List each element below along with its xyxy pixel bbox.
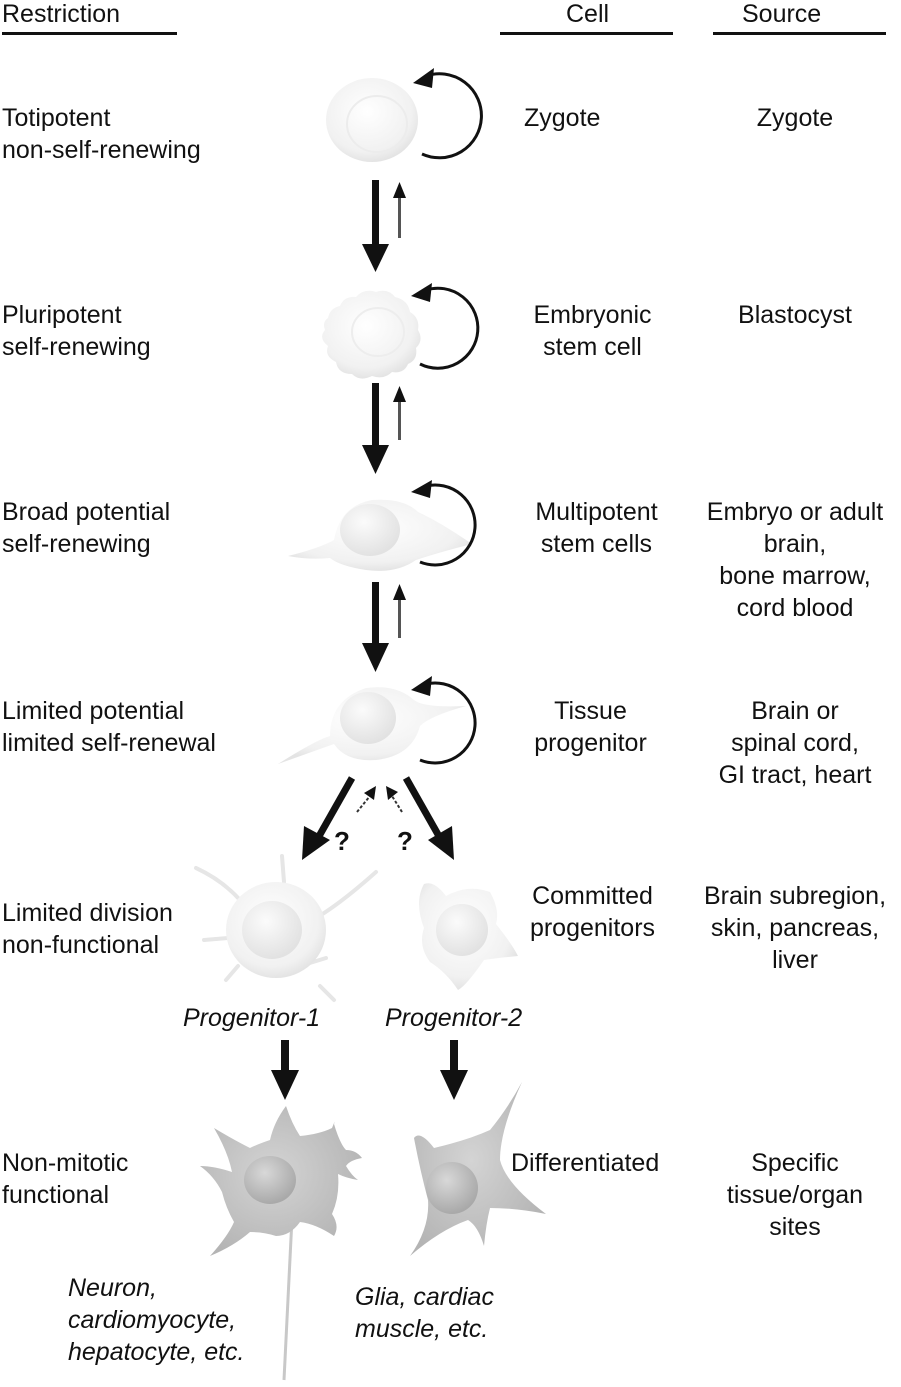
- source-committed-line1: Brain subregion,: [703, 882, 887, 910]
- cell-multipotent-line1: Multipotent: [535, 498, 658, 526]
- cell-tissue-progenitor-line1: Tissue: [554, 697, 627, 725]
- restriction-broad-line1: Broad potential: [2, 498, 171, 526]
- final-cell-1-line3: hepatocyte, etc.: [68, 1338, 245, 1366]
- source-multipotent-line1: Embryo or adult: [706, 498, 884, 526]
- source-committed-line2: skin, pancreas,: [710, 914, 880, 942]
- final-cell-2-line2: muscle, etc.: [355, 1315, 489, 1343]
- source-differentiated-line3: sites: [769, 1213, 821, 1241]
- cell-tissue-progenitor-line2: progenitor: [534, 729, 647, 757]
- restriction-non-mitotic-line1: Non-mitotic: [2, 1149, 129, 1177]
- dedifferentiation-arrow-icon: [393, 182, 406, 238]
- reverse-arrow-right-icon: [386, 786, 403, 813]
- restriction-limited-division-line2: non-functional: [2, 931, 160, 959]
- restriction-pluripotent-line2: self-renewing: [2, 333, 151, 361]
- differentiation-arrow-icon: [271, 1040, 299, 1100]
- source-blastocyst: Blastocyst: [738, 301, 852, 329]
- restriction-limited-potential-line1: Limited potential: [2, 697, 185, 725]
- restriction-totipotent-line2: non-self-renewing: [2, 136, 201, 164]
- progenitor-1-label: Progenitor-1: [183, 1004, 321, 1032]
- self-renew-arrow-icon: [411, 676, 477, 765]
- differentiation-arrow-icon: [362, 383, 389, 474]
- restriction-limited-potential-line2: limited self-renewal: [2, 729, 216, 757]
- cell-committed-line1: Committed: [532, 882, 653, 910]
- header-cell: Cell: [566, 0, 610, 28]
- cell-zygote: Zygote: [524, 104, 601, 132]
- header-rule-cell: [500, 32, 673, 35]
- source-differentiated-line2: tissue/organ: [726, 1181, 864, 1209]
- source-tissue-line1: Brain or: [751, 697, 839, 725]
- header-source: Source: [742, 0, 822, 28]
- cell-committed-line2: progenitors: [529, 914, 656, 942]
- header-rule-source: [713, 32, 886, 35]
- restriction-broad-line2: self-renewing: [2, 530, 151, 558]
- tissue-progenitor-cell: [278, 687, 466, 764]
- final-cell-1-line1: Neuron,: [68, 1274, 157, 1302]
- source-zygote: Zygote: [756, 104, 834, 132]
- cell-multipotent-line2: stem cells: [540, 530, 653, 558]
- reverse-arrow-left-icon: [356, 786, 376, 813]
- source-multipotent-line4: cord blood: [736, 594, 854, 622]
- differentiation-arrow-icon: [362, 582, 389, 672]
- cell-embryonic-line2: stem cell: [543, 333, 642, 361]
- source-multipotent-line3: bone marrow,: [719, 562, 871, 590]
- final-cell-2-line1: Glia, cardiac: [355, 1283, 494, 1311]
- multipotent-stem-cell: [288, 499, 472, 571]
- self-renew-arrow-icon: [411, 480, 477, 567]
- dedifferentiation-arrow-icon: [393, 584, 406, 638]
- header-restriction: Restriction: [2, 0, 121, 28]
- self-renew-arrow-icon: [411, 283, 480, 370]
- restriction-totipotent-line1: Totipotent: [2, 104, 111, 132]
- embryonic-stem-cell: [322, 290, 421, 379]
- source-multipotent-line2: brain,: [763, 530, 827, 558]
- restriction-non-mitotic-line2: functional: [2, 1181, 110, 1209]
- question-mark-right: ?: [397, 826, 413, 856]
- self-renew-arrow-icon: [413, 68, 483, 160]
- cell-embryonic-line1: Embryonic: [533, 301, 652, 329]
- header-rule-restriction: [2, 32, 177, 35]
- zygote-cell: [326, 78, 418, 162]
- final-cell-1-line2: cardiomyocyte,: [68, 1306, 237, 1334]
- branch-arrow-right-icon: [402, 776, 454, 860]
- neuron-cell: [200, 1106, 362, 1381]
- cell-differentiated: Differentiated: [511, 1149, 660, 1177]
- source-tissue-line2: spinal cord,: [731, 729, 859, 757]
- restriction-limited-division-line1: Limited division: [2, 899, 173, 927]
- glia-cell: [410, 1082, 546, 1256]
- question-mark-left: ?: [334, 826, 350, 856]
- progenitor-2-cell: [419, 883, 518, 990]
- progenitor-2-label: Progenitor-2: [385, 1004, 523, 1032]
- branch-arrow-left-icon: [302, 776, 356, 860]
- progenitor-1-cell: [194, 854, 378, 1002]
- source-tissue-line3: GI tract, heart: [718, 761, 872, 789]
- differentiation-arrow-icon: [362, 180, 389, 272]
- dedifferentiation-arrow-icon: [393, 386, 406, 440]
- source-differentiated-line1: Specific: [751, 1149, 839, 1177]
- restriction-pluripotent-line1: Pluripotent: [2, 301, 122, 329]
- source-committed-line3: liver: [772, 946, 818, 974]
- differentiation-arrow-icon: [440, 1040, 468, 1100]
